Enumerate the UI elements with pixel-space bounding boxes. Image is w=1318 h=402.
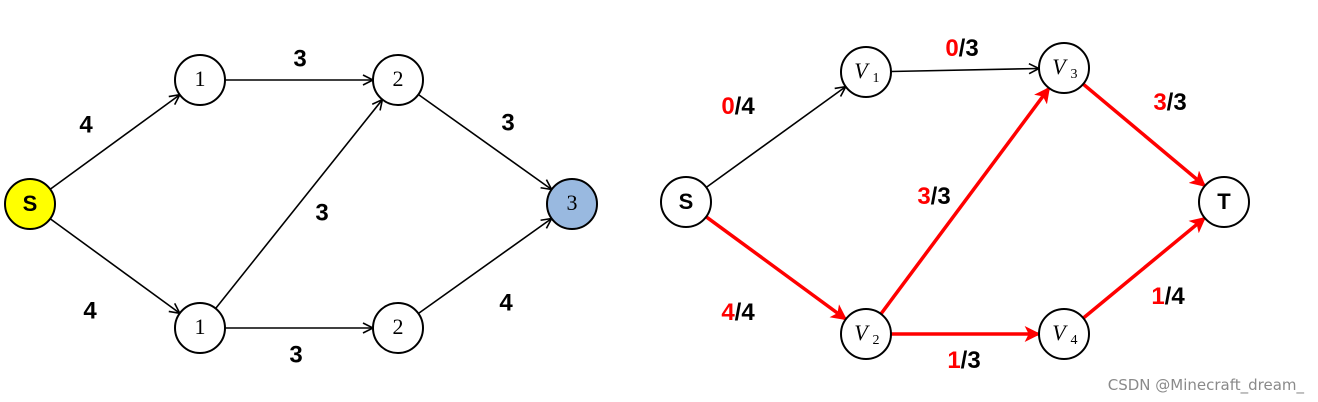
edge-flow-value: 4: [721, 299, 735, 326]
edge-label: 3: [289, 341, 302, 368]
edge-L_S-L_1a: [49, 95, 180, 190]
edge-flow-value: 3: [1153, 89, 1166, 116]
edge-L_S-L_1b: [49, 218, 180, 314]
node-label: V: [854, 58, 870, 83]
edge-label: 1/3: [947, 347, 980, 374]
node-subscript: 4: [1071, 333, 1078, 348]
node-L_S: [4, 178, 56, 230]
edge-capacity-value: /4: [735, 93, 756, 120]
node-R_V2: [840, 308, 892, 360]
edge-L_2b-L_3: [417, 219, 551, 315]
node-L_2b: [372, 302, 424, 354]
edge-label: 4: [499, 289, 513, 316]
edge-capacity-value: /3: [959, 35, 979, 62]
node-label: S: [679, 189, 694, 214]
node-subscript: 1: [873, 71, 880, 86]
edge-R_S-R_V2: [705, 215, 848, 321]
node-L_1b: [174, 302, 226, 354]
edge-L_1b-L_2a: [214, 100, 383, 309]
node-L_1a: [174, 54, 226, 106]
edge-capacity-value: /4: [1165, 283, 1186, 310]
edge-capacity-value: /3: [931, 183, 951, 210]
edge-R_V3-R_T: [1082, 82, 1207, 188]
node-R_S: [660, 176, 712, 228]
edge-label: 3/3: [1153, 89, 1186, 116]
edge-label: 3: [501, 109, 514, 136]
edge-label: 0/3: [945, 35, 978, 62]
edge-R_S-R_V1: [705, 87, 845, 189]
node-R_V3: [1038, 42, 1090, 94]
edge-flow-value: 1: [1151, 283, 1164, 310]
edge-flow-value: 0: [721, 93, 734, 120]
node-label: 2: [393, 314, 404, 339]
node-label: T: [1217, 189, 1231, 214]
edge-L_2a-L_3: [417, 93, 551, 190]
edge-label: 3/3: [917, 183, 950, 210]
node-label: V: [1052, 320, 1068, 345]
edge-capacity-value: /4: [735, 299, 756, 326]
node-R_V1: [840, 46, 892, 98]
edge-label: 3: [315, 199, 328, 226]
edge-capacity-value: /3: [961, 347, 981, 374]
node-R_V4: [1038, 308, 1090, 360]
node-L_2a: [372, 54, 424, 106]
edge-label: 4/4: [721, 299, 755, 326]
node-subscript: 3: [1071, 67, 1078, 82]
edge-capacity-value: /3: [1167, 89, 1187, 116]
edge-R_V4-R_T: [1082, 216, 1207, 320]
edge-flow-value: 3: [917, 183, 930, 210]
node-label: V: [854, 320, 870, 345]
edge-flow-value: 0: [945, 35, 958, 62]
watermark-text: CSDN @Minecraft_dream_: [1107, 376, 1304, 394]
edge-label: 1/4: [1151, 283, 1185, 310]
node-label: 1: [195, 66, 206, 91]
node-label: 3: [567, 190, 578, 215]
node-L_3: [546, 178, 598, 230]
edge-R_V2-R_V3: [879, 86, 1051, 315]
node-subscript: 2: [873, 333, 880, 348]
edge-label: 4: [79, 111, 93, 138]
edge-flow-value: 1: [947, 347, 960, 374]
edge-label: 0/4: [721, 93, 755, 120]
node-label: V: [1052, 54, 1068, 79]
edge-label: 4: [83, 297, 97, 324]
edge-R_V1-R_V3: [890, 69, 1039, 72]
edge-label: 3: [293, 45, 306, 72]
node-label: S: [23, 191, 38, 216]
node-label: 2: [393, 66, 404, 91]
node-label: 1: [195, 314, 206, 339]
node-R_T: [1198, 176, 1250, 228]
